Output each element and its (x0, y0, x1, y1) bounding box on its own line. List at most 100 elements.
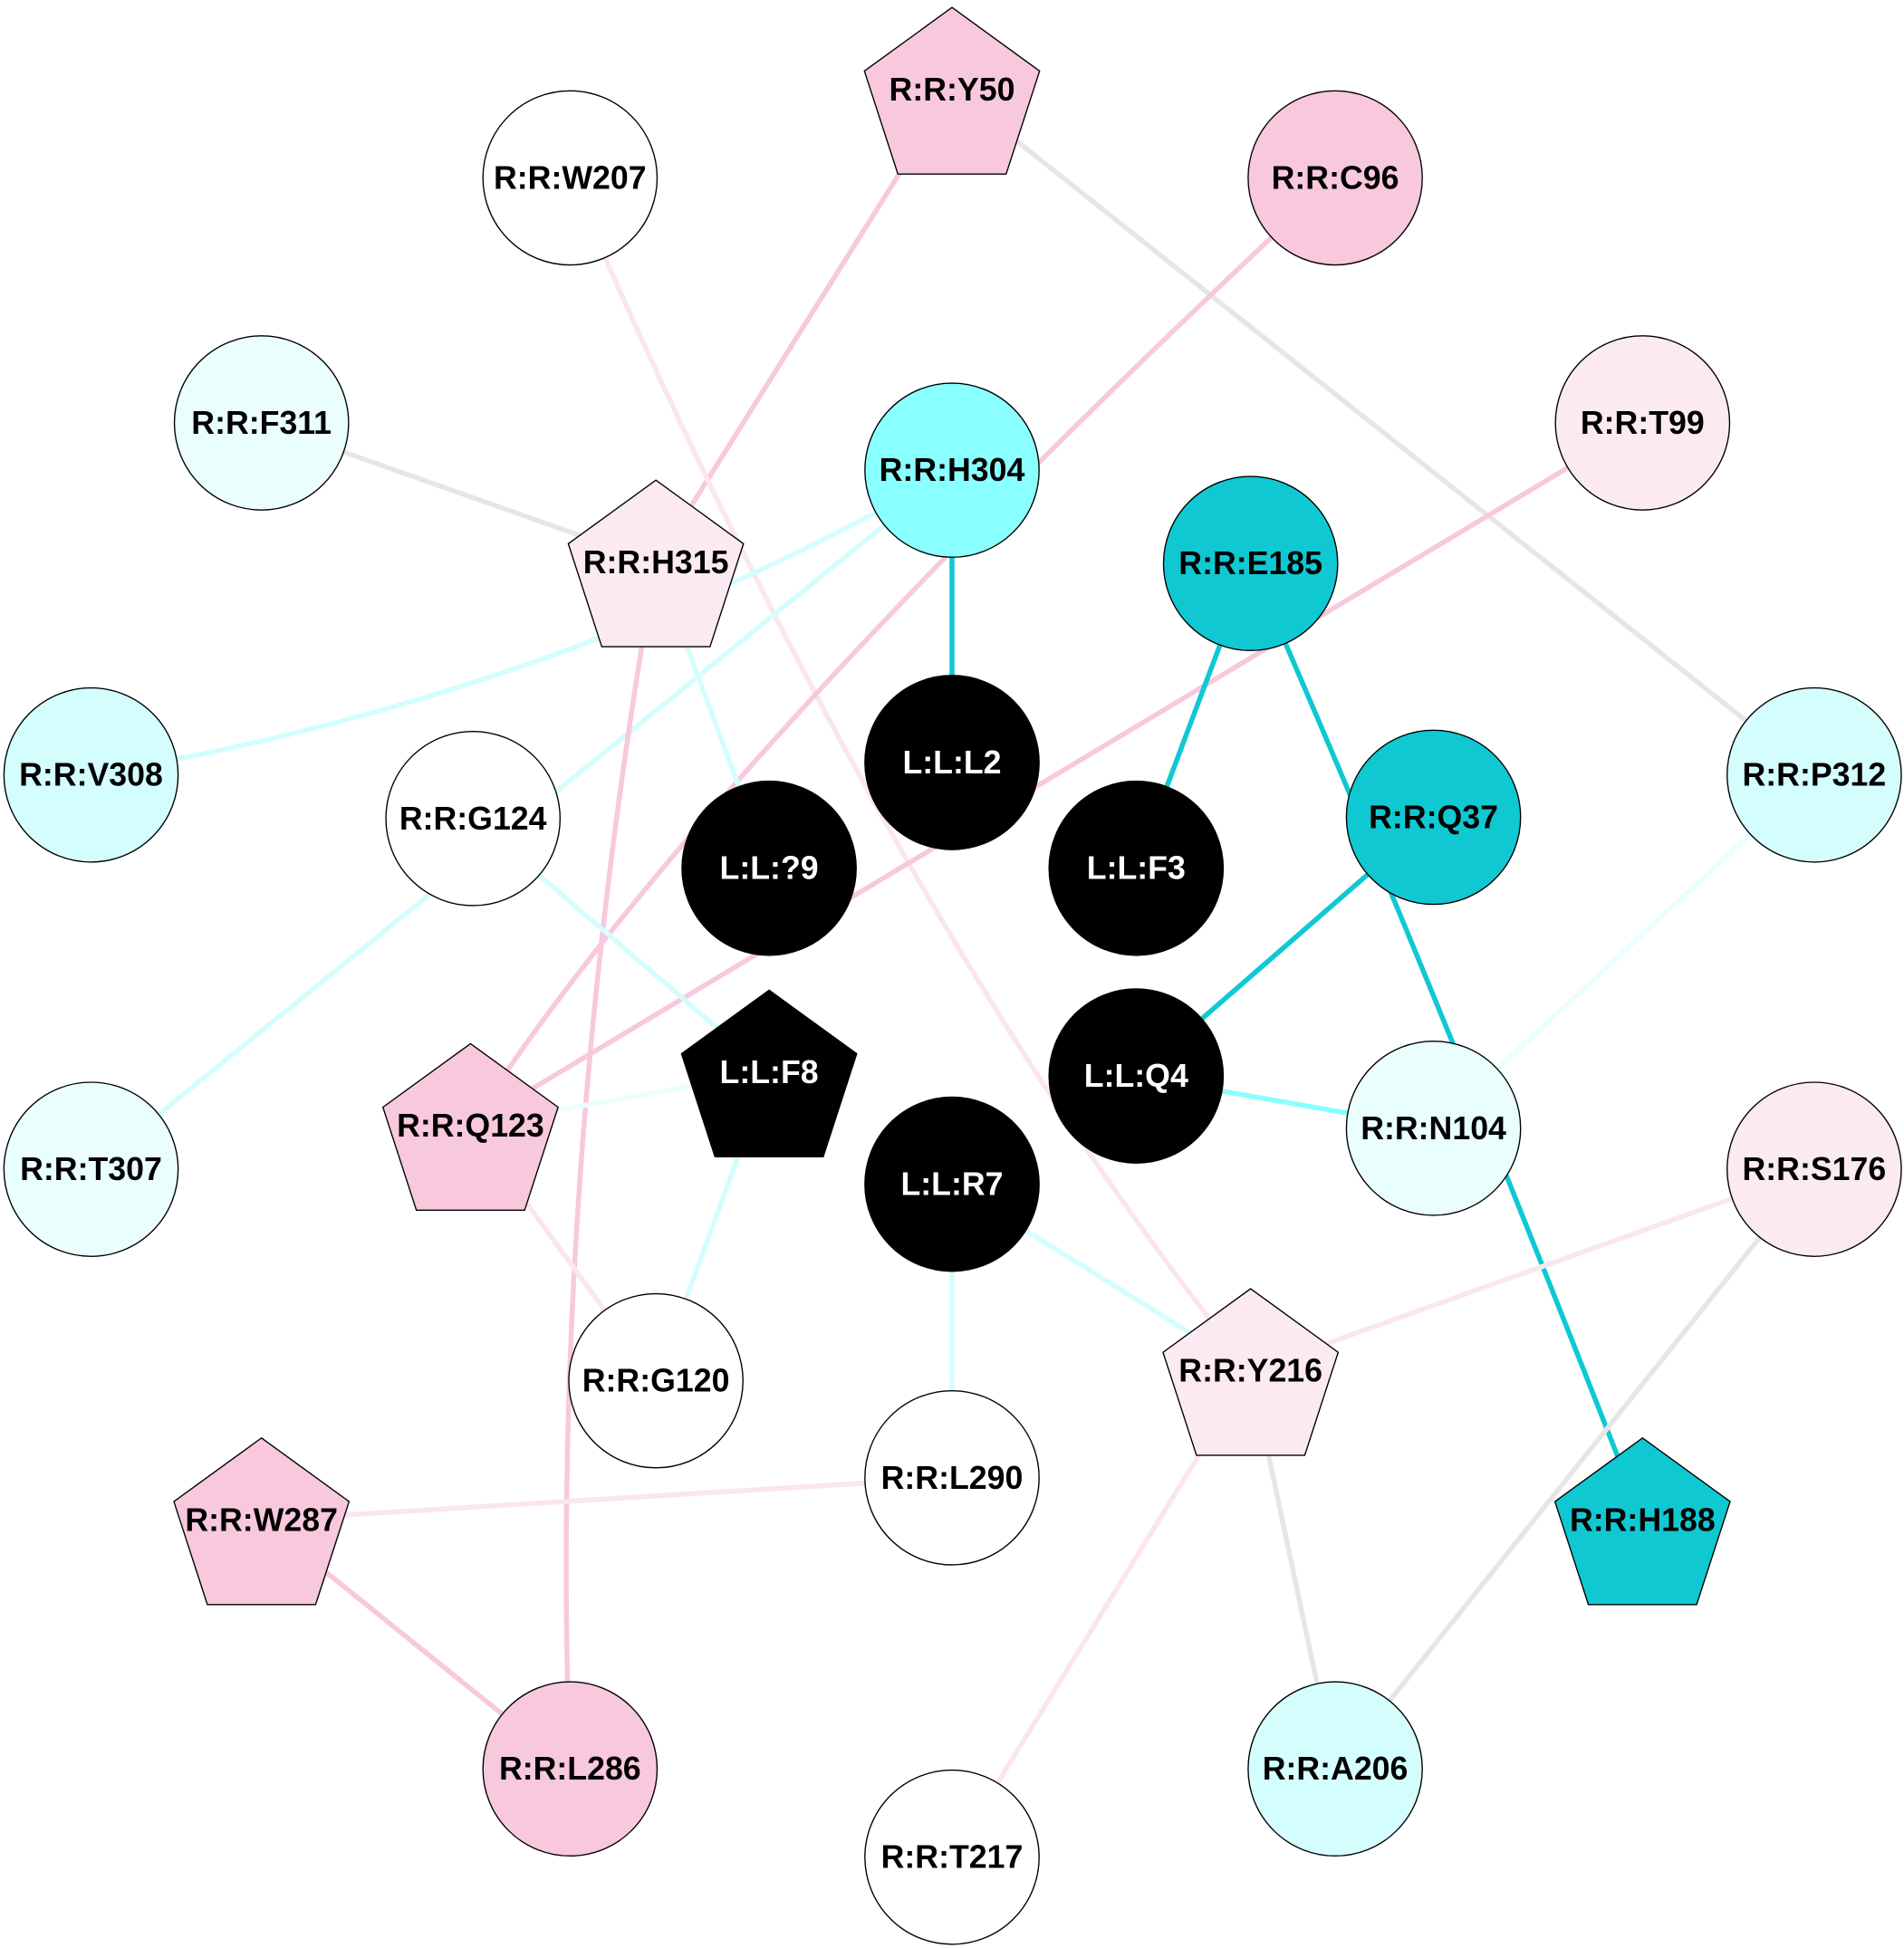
circle-shape (1726, 1081, 1902, 1257)
node-r-r-c96[interactable]: R:R:C96 (1247, 90, 1423, 266)
node-r-r-w287[interactable]: R:R:W287 (173, 1436, 351, 1606)
pentagon-shape (1553, 1436, 1731, 1606)
node-r-r-y216[interactable]: R:R:Y216 (1162, 1288, 1340, 1456)
node-r-r-w207[interactable]: R:R:W207 (482, 90, 659, 266)
pentagon-shape (863, 6, 1041, 175)
node-r-r-g124[interactable]: R:R:G124 (385, 730, 562, 907)
pentagon-shape (567, 479, 745, 648)
circle-shape (1247, 90, 1423, 266)
edge-r-r-t99-r-r-q123 (469, 420, 1644, 1128)
node-label: R:R:V308 (19, 757, 163, 793)
node-label: R:R:L286 (499, 1751, 641, 1787)
node-r-r-p312[interactable]: R:R:P312 (1726, 686, 1902, 863)
node-label: R:R:W207 (494, 159, 647, 196)
node-label: R:R:H188 (1570, 1502, 1716, 1538)
node-label: L:L:?9 (720, 850, 819, 887)
node-r-r-l290[interactable]: R:R:L290 (864, 1389, 1040, 1566)
node-label: R:R:S176 (1743, 1151, 1887, 1187)
node-r-r-t307[interactable]: R:R:T307 (3, 1081, 179, 1257)
node-label: R:R:Y50 (889, 72, 1015, 108)
circle-shape (864, 382, 1040, 559)
node-l-l-l2[interactable]: L:L:L2 (864, 675, 1040, 850)
node-label: R:R:T99 (1581, 405, 1705, 441)
circle-shape (482, 90, 659, 266)
pentagon-shape (381, 1042, 559, 1212)
node-r-r-v308[interactable]: R:R:V308 (3, 686, 179, 863)
node-label: R:R:E185 (1178, 545, 1322, 581)
node-label: R:R:G124 (399, 801, 547, 837)
edge-r-r-h315-r-r-l286 (563, 561, 659, 1770)
circle-shape (864, 1096, 1040, 1272)
node-label: R:R:P312 (1743, 757, 1887, 793)
circle-shape (864, 1389, 1040, 1566)
circle-shape (681, 780, 857, 956)
circle-shape (1554, 335, 1731, 511)
node-l-l-9[interactable]: L:L:?9 (681, 780, 857, 956)
node-label: L:L:Q4 (1084, 1058, 1188, 1094)
circle-shape (1345, 1040, 1522, 1216)
node-r-r-f311[interactable]: R:R:F311 (173, 335, 350, 511)
edge-r-r-y50-r-r-p312 (950, 87, 1816, 777)
node-label: L:L:L2 (902, 744, 1001, 781)
circle-shape (1048, 780, 1225, 956)
node-r-r-a206[interactable]: R:R:A206 (1247, 1681, 1423, 1857)
node-label: R:R:F311 (191, 405, 332, 441)
circle-shape (3, 1081, 179, 1257)
circle-shape (864, 675, 1040, 850)
node-r-r-q37[interactable]: R:R:Q37 (1345, 729, 1522, 906)
node-r-r-t217[interactable]: R:R:T217 (864, 1769, 1040, 1945)
node-label: R:R:G120 (582, 1363, 730, 1399)
edge-r-r-l290-r-r-w287 (261, 1475, 953, 1523)
node-r-r-e185[interactable]: R:R:E185 (1162, 475, 1339, 652)
node-l-l-f3[interactable]: L:L:F3 (1048, 780, 1225, 956)
node-label: R:R:W287 (185, 1502, 338, 1538)
circle-shape (1726, 686, 1902, 863)
node-label: R:R:Q123 (397, 1108, 544, 1144)
edge-r-r-s176-r-r-a206 (1332, 1167, 1817, 1770)
node-label: R:R:Y216 (1178, 1353, 1322, 1389)
node-label: L:L:F3 (1087, 850, 1186, 887)
circle-shape (1247, 1681, 1423, 1857)
node-label: L:L:R7 (900, 1166, 1003, 1203)
node-r-r-s176[interactable]: R:R:S176 (1726, 1081, 1902, 1257)
node-l-l-f8[interactable]: L:L:F8 (680, 989, 858, 1157)
circle-shape (173, 335, 350, 511)
node-l-l-r7[interactable]: L:L:R7 (864, 1096, 1040, 1272)
node-r-r-h304[interactable]: R:R:H304 (864, 382, 1040, 559)
pentagon-shape (1162, 1288, 1340, 1456)
circle-shape (385, 730, 562, 907)
node-r-r-q123[interactable]: R:R:Q123 (381, 1042, 559, 1212)
node-label: R:R:T217 (881, 1839, 1024, 1876)
circle-shape (3, 686, 179, 863)
node-r-r-g120[interactable]: R:R:G120 (568, 1292, 744, 1469)
edge-r-r-s176-r-r-y216 (1249, 1166, 1815, 1374)
node-r-r-h188[interactable]: R:R:H188 (1553, 1436, 1731, 1606)
node-l-l-q4[interactable]: L:L:Q4 (1048, 988, 1225, 1164)
circle-shape (482, 1681, 659, 1857)
edge-r-r-c96-r-r-q123 (468, 176, 1337, 1128)
circle-shape (1345, 729, 1522, 906)
node-r-r-h315[interactable]: R:R:H315 (567, 479, 745, 648)
node-r-r-t99[interactable]: R:R:T99 (1554, 335, 1731, 511)
node-label: R:R:H304 (880, 452, 1025, 488)
edge-r-r-e185-r-r-h188 (1248, 562, 1645, 1521)
node-label: R:R:Q37 (1369, 799, 1498, 835)
edge-r-r-w207-r-r-y216 (567, 177, 1253, 1373)
node-r-r-n104[interactable]: R:R:N104 (1345, 1040, 1522, 1216)
node-label: L:L:F8 (720, 1054, 819, 1090)
node-label: R:R:A206 (1263, 1751, 1409, 1787)
node-r-r-y50[interactable]: R:R:Y50 (863, 6, 1041, 175)
node-label: R:R:T307 (20, 1151, 162, 1187)
edges-layer (89, 87, 1817, 1859)
node-r-r-l286[interactable]: R:R:L286 (482, 1681, 659, 1857)
node-label: R:R:N104 (1361, 1110, 1506, 1147)
circle-shape (864, 1769, 1040, 1945)
pentagon-shape (680, 989, 858, 1157)
edge-r-r-h304-r-r-v308 (91, 467, 954, 778)
circle-shape (1162, 475, 1339, 652)
node-label: R:R:C96 (1272, 159, 1399, 196)
node-label: R:R:L290 (881, 1460, 1024, 1496)
circle-shape (568, 1292, 744, 1469)
